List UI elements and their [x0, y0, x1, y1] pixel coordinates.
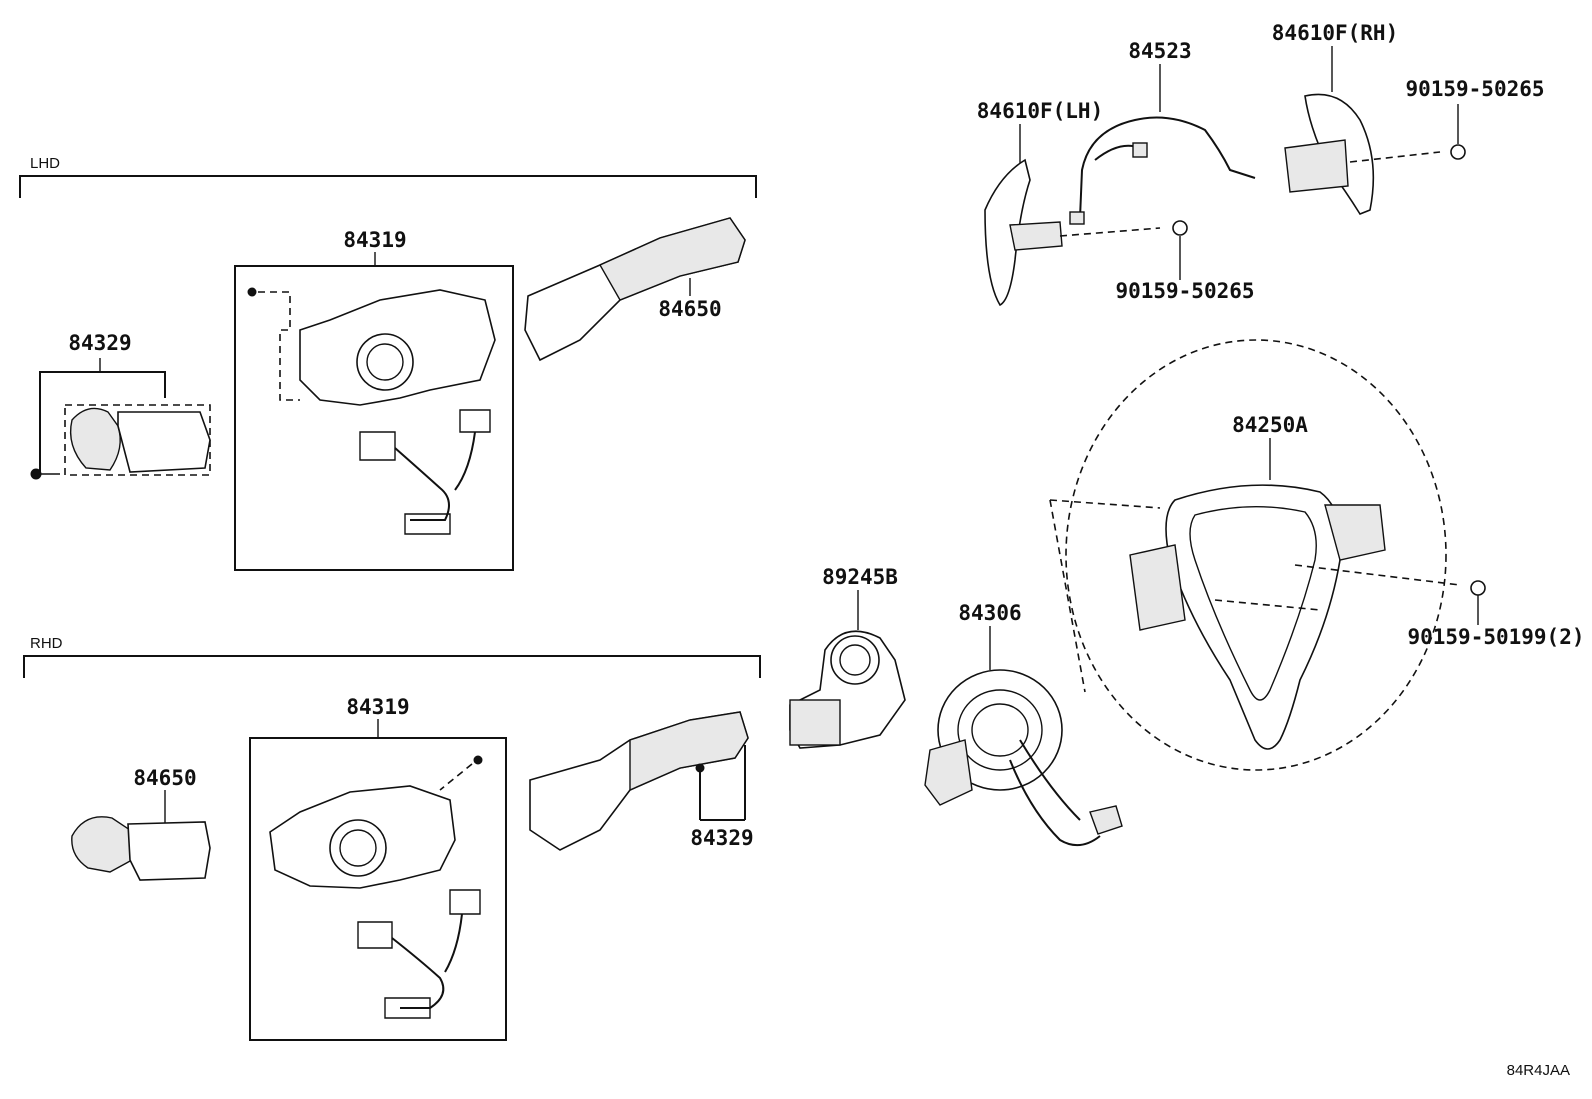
rhd-bracket: [23, 655, 761, 678]
paddle-harness: [1079, 116, 1256, 219]
rhd-part-84319: 84319: [249, 695, 507, 1041]
wire-harness: [394, 447, 450, 521]
screw-icon: [695, 763, 705, 773]
bolt-icon: [1470, 580, 1486, 596]
steering-wheel-hub: [1165, 484, 1342, 750]
switch-lever-knob: [69, 407, 121, 471]
screw-icon: [247, 287, 257, 297]
label-90159-50265-top: 90159-50265: [1405, 77, 1544, 101]
label-90159-50199: 90159-50199(2): [1407, 625, 1584, 649]
lhd-bracket: [19, 175, 757, 198]
left-switch-pad: [1129, 544, 1186, 631]
label-rhd-84319: 84319: [346, 695, 409, 719]
switch-lever-knob: [71, 816, 133, 873]
label-90159-50265-bottom: 90159-50265: [1115, 279, 1254, 303]
label-84610f-rh: 84610F(RH): [1272, 21, 1398, 45]
rhd-section-label: RHD: [30, 635, 63, 652]
housing-ring: [356, 333, 414, 391]
lhd-part-84650: 84650: [524, 217, 746, 362]
label-84306: 84306: [958, 601, 1021, 625]
rhd-part-84650: 84650: [71, 766, 211, 881]
switch-body: [117, 411, 211, 473]
label-rhd-84650: 84650: [133, 766, 196, 790]
connector: [1089, 805, 1123, 835]
lhd-84319-box: [234, 265, 514, 571]
paddle-shifters: 84610F(LH) 84523 84610F(RH) 90159-50265 …: [977, 21, 1545, 307]
bolt-icon: [1450, 144, 1466, 160]
steering-wheel-rim: [1065, 339, 1447, 771]
spiral-cable: [937, 669, 1063, 791]
wire-harness: [1009, 759, 1101, 847]
label-84523: 84523: [1128, 39, 1191, 63]
switch-body: [127, 821, 211, 881]
part-84250a: 84250A 90159-50199(2): [1049, 339, 1585, 771]
screw-icon: [473, 755, 483, 765]
label-84610f-lh: 84610F(LH): [977, 99, 1103, 123]
figure-code: 84R4JAA: [1507, 1062, 1570, 1079]
lhd-part-84319: 84319: [234, 228, 514, 571]
label-lhd-84319: 84319: [343, 228, 406, 252]
label-lhd-84329: 84329: [68, 331, 131, 355]
lhd-section: LHD 84329 84319: [19, 155, 757, 571]
right-switch-pad: [1324, 504, 1386, 561]
wire-harness: [391, 937, 445, 1009]
paddle-lh: [984, 158, 1031, 307]
lhd-section-label: LHD: [30, 155, 60, 172]
screw-icon: [30, 468, 42, 480]
part-84306: 84306: [924, 601, 1123, 847]
rhd-part-84329: 84329: [529, 711, 754, 851]
label-84250a: 84250A: [1232, 413, 1308, 437]
lhd-part-84329: 84329: [30, 331, 211, 480]
label-89245b: 89245B: [822, 565, 898, 589]
label-rhd-84329: 84329: [690, 826, 753, 850]
label-lhd-84650: 84650: [658, 297, 721, 321]
part-89245b: 89245B: [789, 565, 906, 749]
rhd-84319-box: [249, 737, 507, 1041]
rhd-section: RHD 84650 84319: [23, 635, 761, 1041]
bolt-icon: [1172, 220, 1188, 236]
housing-ring: [329, 819, 387, 877]
